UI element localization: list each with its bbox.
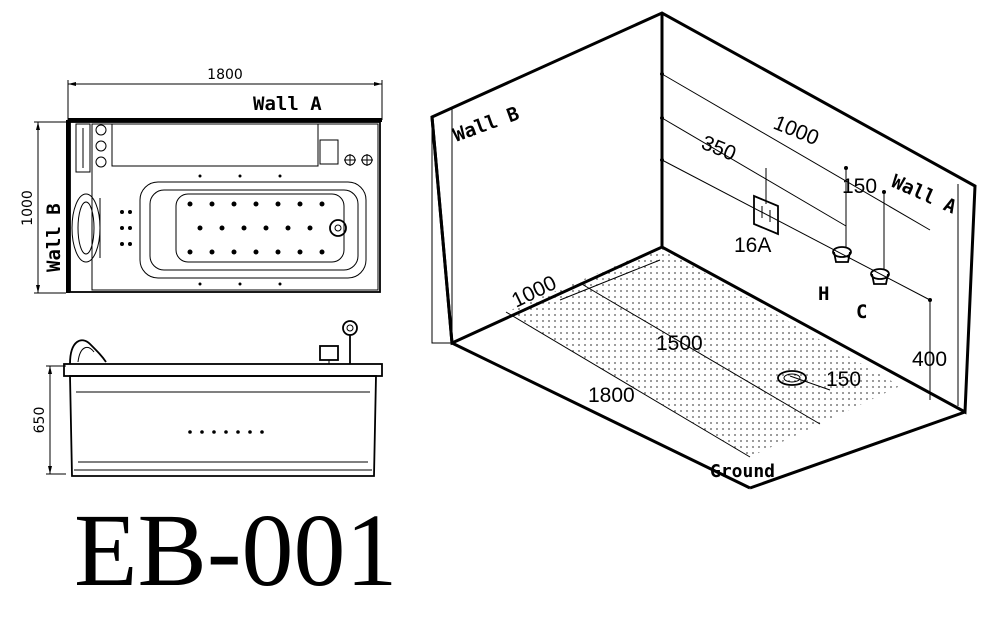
side-height-dimension: 650: [32, 407, 48, 434]
hot-water-outlet-icon: [832, 246, 852, 258]
dim-1000-wall: 1000: [770, 111, 822, 150]
hot-label: H: [818, 283, 829, 305]
faucet-icon: [319, 345, 339, 361]
cold-water-outlet-icon: [870, 268, 890, 280]
dim-350: 350: [698, 131, 739, 165]
room-view: Wall B Wall A 350 1000 150 400 16A H C: [430, 11, 977, 490]
headrest-profile: [69, 339, 107, 365]
top-wall-a-label: Wall A: [253, 93, 322, 115]
top-wall-b-label: Wall B: [43, 203, 65, 272]
dim-1500: 1500: [656, 332, 703, 355]
top-width-dimension: 1800: [207, 67, 243, 83]
tub-top-outline: [69, 121, 381, 293]
tub-basin: [139, 181, 367, 279]
control-panel: [75, 123, 91, 173]
dim-150-drain: 150: [826, 368, 861, 391]
tub-rim: [63, 363, 383, 377]
socket-icon: [753, 194, 779, 236]
side-view: 650: [32, 320, 383, 477]
cold-label: C: [856, 301, 867, 323]
tub-side-body: [69, 375, 377, 477]
dim-400: 400: [912, 348, 947, 371]
floor-drain-icon: [777, 370, 807, 386]
dim-1800: 1800: [588, 384, 635, 407]
air-bubble-mat: [175, 193, 345, 263]
hand-shower-icon: [342, 320, 358, 336]
dim-150-wall: 150: [842, 175, 877, 198]
headrest: [71, 193, 101, 263]
top-depth-dimension: 1000: [20, 190, 36, 226]
top-view: 1800 1000 Wall A Wall B: [20, 67, 383, 294]
ground-label: Ground: [710, 461, 775, 482]
drain-icon: [329, 219, 347, 237]
model-number: EB-001: [74, 493, 398, 608]
floor-area: [506, 247, 900, 457]
socket-label: 16A: [734, 234, 771, 257]
room-wall-b-label: Wall B: [450, 103, 522, 147]
